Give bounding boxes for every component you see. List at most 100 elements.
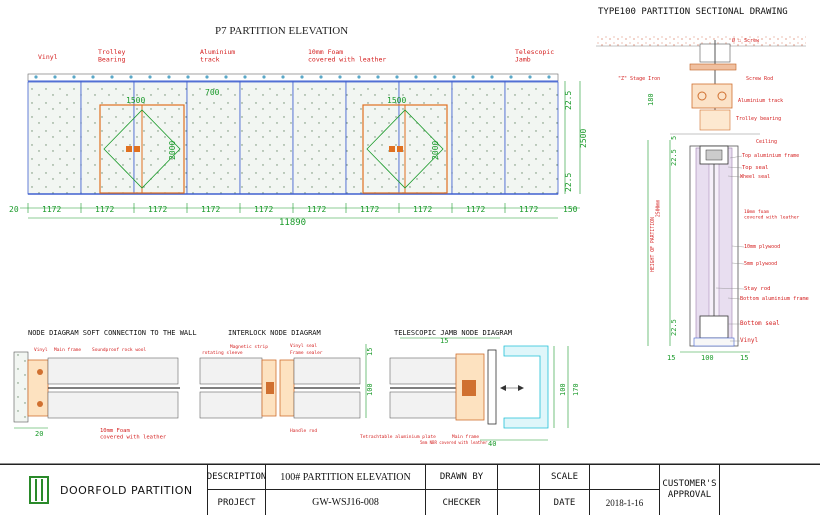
label-vinyl: Vinyl — [38, 53, 58, 61]
dim-panel-width: 1172 — [413, 205, 432, 214]
checker-value — [498, 490, 540, 515]
trolley-dot — [357, 75, 361, 79]
dim-total: 11890 — [279, 218, 306, 228]
partition-panel — [133, 81, 188, 195]
dim-w100: 100 — [701, 354, 714, 362]
soft-sound: Soundproof rock wool — [92, 347, 146, 353]
title-block: DOORFOLD PARTITION DESCRIPTION 100# PART… — [0, 464, 820, 515]
node-telescopic: TELESCOPIC JAMB NODE DIAGRAM Tetrachtabl… — [360, 329, 580, 448]
trolley-dot — [528, 75, 532, 79]
interlock-dim15: 15 — [366, 348, 374, 356]
trolley-dot — [300, 75, 304, 79]
label-screw-rod: Screw Rod — [746, 76, 773, 82]
brand-cell: DOORFOLD PARTITION — [0, 465, 208, 515]
tele-dim15: 15 — [440, 337, 448, 345]
trolley-dot — [395, 75, 399, 79]
tele-main-frame: Main frame — [452, 434, 479, 440]
dim-22-top: 22.5 — [670, 149, 678, 166]
label-aluminium-track-sec: Aluminium track — [738, 98, 783, 104]
scale-value — [590, 465, 660, 490]
dim-right-top: 22.5 — [564, 91, 573, 110]
dim-panel-width: 1172 — [519, 205, 538, 214]
trolley-dot — [205, 75, 209, 79]
label-stay-rod: Stay rod — [744, 286, 771, 292]
checker-label: CHECKER — [426, 490, 498, 515]
trolley-dot — [471, 75, 475, 79]
dim-left-end: 20 — [9, 205, 19, 214]
label-wheel-seal: Wheel seal — [740, 174, 770, 180]
soft-vinyl: Vinyl — [34, 347, 48, 353]
label-vinyl-sec: Vinyl — [740, 337, 758, 344]
trolley-dot — [72, 75, 76, 79]
dim-top-span: 700 — [205, 88, 220, 97]
trolley-dot — [414, 75, 418, 79]
door-left — [99, 104, 185, 194]
partition-panel — [451, 81, 506, 195]
description-value: 100# PARTITION ELEVATION — [266, 465, 426, 490]
label-top-seal: Top seal — [742, 165, 769, 171]
elevation-title: P7 PARTITION ELEVATION — [215, 25, 348, 37]
project-value: GW-WSJ16-008 — [266, 490, 426, 515]
node-telescopic-title: TELESCOPIC JAMB NODE DIAGRAM — [394, 329, 512, 337]
node-soft-connection: NODE DIAGRAM SOFT CONNECTION TO THE WALL… — [13, 329, 197, 440]
drawn-by-label: DRAWN BY — [426, 465, 498, 490]
trolley-dot — [509, 75, 513, 79]
section-title: TYPE100 PARTITION SECTIONAL DRAWING — [598, 7, 788, 17]
label-bottom-seal: Bottom seal — [740, 320, 780, 327]
dim-panel-width: 1172 — [307, 205, 326, 214]
doorfold-logo-icon — [29, 476, 49, 504]
dim-door-height-left: 2000 — [168, 141, 177, 160]
trolley-dot — [319, 75, 323, 79]
project-label: PROJECT — [208, 490, 266, 515]
partition-panel — [239, 81, 294, 195]
label-screw: Ø ☐ Screw — [732, 37, 760, 44]
trolley-dot — [338, 75, 342, 79]
label-plywood10: 10mm plywood — [744, 244, 780, 250]
dim-right-height: 2500 — [579, 129, 588, 148]
trolley-dot — [376, 75, 380, 79]
dim-panel-width: 1172 — [95, 205, 114, 214]
tele-retractable: Tetrachtable aluminium plate — [360, 434, 436, 440]
trolley-dot — [262, 75, 266, 79]
dim-5: 5 — [670, 136, 678, 140]
dim-panel-width: 1172 — [466, 205, 485, 214]
node-interlock-title: INTERLOCK NODE DIAGRAM — [228, 329, 321, 337]
label-stage-iron: "Z" Stage Iron — [618, 76, 660, 82]
trolley-dot — [53, 75, 57, 79]
interlock-frame-sealer: Frame sealer — [290, 350, 323, 356]
interlock-magnetic: Magnetic strip — [230, 344, 268, 350]
tele-dim40: 40 — [488, 440, 496, 448]
trolley-dot — [281, 75, 285, 79]
scale-label: SCALE — [540, 465, 590, 490]
description-label: DESCRIPTION — [207, 465, 266, 490]
dim-right-bottom: 22.5 — [564, 173, 573, 192]
dim-door-height-right: 2000 — [431, 141, 440, 160]
label-ceiling: Ceiling — [756, 139, 777, 145]
dim-door-width-right: 1500 — [387, 96, 406, 105]
trolley-dot — [433, 75, 437, 79]
brand-name: DOORFOLD PARTITION — [60, 483, 193, 497]
dim-w15-right: 15 — [740, 354, 748, 362]
trolley-dot — [243, 75, 247, 79]
label-bottom-frame: Bottom aluminium frame — [740, 296, 809, 302]
svg-text:HEIGHT OF PARTITION2500mm: HEIGHT OF PARTITION2500mm — [650, 200, 662, 272]
dim-180: 180 — [647, 93, 655, 106]
dim-panel-width: 1172 — [254, 205, 273, 214]
dim-door-width-left: 1500 — [126, 96, 145, 105]
soft-main-frame: Main frame — [54, 347, 81, 353]
trolley-dot — [452, 75, 456, 79]
trolley-dot — [186, 75, 190, 79]
partition-panel — [504, 81, 559, 195]
dim-panel-width: 1172 — [360, 205, 379, 214]
